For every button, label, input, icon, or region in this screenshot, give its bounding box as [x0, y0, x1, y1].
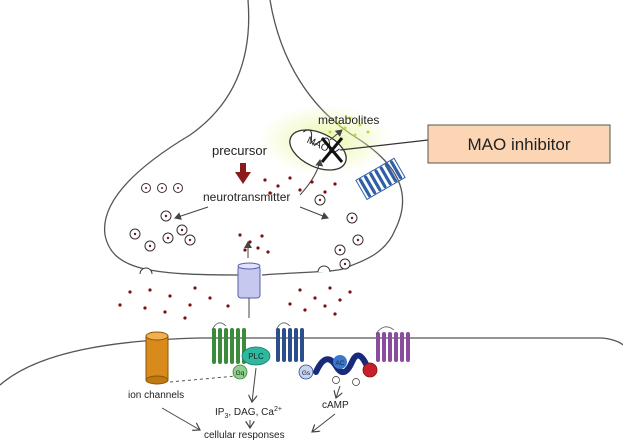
- mitochondrion-mao: MAO: [289, 129, 347, 171]
- ac-label: AC: [335, 360, 344, 367]
- ca-superscript: 2+: [274, 406, 282, 413]
- plc-enzyme: PLC: [241, 346, 271, 366]
- precursor-label: precursor: [212, 143, 268, 158]
- metabolite-dots: [328, 116, 370, 137]
- neurotransmitter-label: neurotransmitter: [203, 190, 290, 204]
- mao-inhibitor-label: MAO inhibitor: [468, 135, 571, 154]
- plc-label: PLC: [248, 352, 264, 361]
- metabolites-label: metabolites: [318, 113, 379, 127]
- precursor-arrow: [235, 163, 251, 184]
- fusing-vesicles: [139, 265, 331, 275]
- second-messengers-label: IP3, DAG, Ca2+: [215, 406, 282, 420]
- gs-protein: Gs: [298, 364, 314, 380]
- neurotransmitter-dots-terminal: [238, 176, 337, 254]
- ion-channel: [145, 331, 169, 385]
- ion-channels-label: ion channels: [128, 390, 184, 401]
- purple-receptor: [376, 332, 410, 362]
- ip-text: IP: [215, 407, 225, 418]
- vesicle-cores: [133, 187, 360, 266]
- camp-label: cAMP: [322, 400, 349, 411]
- gq-label: Gq: [236, 370, 245, 377]
- mao-inhibitor-callout: MAO inhibitor: [339, 124, 611, 164]
- autoreceptor: [237, 241, 261, 318]
- gq-receptor: [212, 328, 246, 364]
- postsynaptic-membrane: [0, 337, 623, 386]
- gs-label: Gs: [302, 370, 311, 377]
- reuptake-transporter: [355, 157, 406, 201]
- gs-receptor: [276, 328, 304, 362]
- gq-protein: Gq: [232, 364, 248, 380]
- cellular-responses-label: cellular responses: [204, 430, 285, 441]
- adenylyl-cyclase: AC: [313, 352, 378, 386]
- dag-ca-text: , DAG, Ca: [228, 407, 274, 418]
- neurotransmitter-dots-cleft: [118, 286, 352, 320]
- ip-subscript: 3: [224, 413, 228, 420]
